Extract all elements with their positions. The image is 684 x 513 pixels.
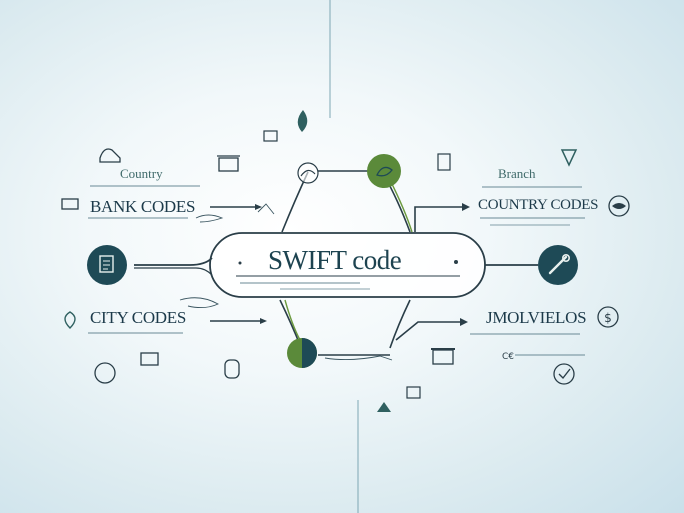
label-country-codes: COUNTRY CODES xyxy=(478,197,599,213)
house-icon xyxy=(377,402,391,412)
dollar-icon xyxy=(597,306,619,328)
green-thread-top xyxy=(389,179,413,233)
bank-building-icon xyxy=(218,157,239,172)
document-icon xyxy=(99,255,114,273)
checkmark-icon-tick xyxy=(558,368,571,380)
clipboard-icon xyxy=(437,153,451,171)
leaf-icon xyxy=(297,110,308,132)
fineprint-jmolvielos xyxy=(470,333,580,335)
fineprint-country xyxy=(90,185,200,187)
link-left-hub-to-pill xyxy=(134,257,213,266)
fineprint-jmolvielos-2 xyxy=(515,354,585,356)
globe-icon xyxy=(608,195,630,217)
top-hub-mark xyxy=(376,166,393,177)
globe-icon-map xyxy=(612,203,626,209)
bank-small-icon xyxy=(140,352,159,366)
arrowhead-city-codes xyxy=(260,318,267,324)
arrowhead-bank-codes xyxy=(255,204,262,210)
arrowhead-country-codes xyxy=(462,203,470,211)
phone-icon xyxy=(224,359,240,379)
dot-marker-1 xyxy=(454,260,458,264)
phone-desk-icon xyxy=(406,386,421,399)
top-left-node xyxy=(297,162,319,184)
arrowhead-jmolvielos xyxy=(460,318,468,326)
link-left-hub-to-pill-b xyxy=(134,267,213,276)
pill-fine-2 xyxy=(280,288,370,290)
currency-icon: C€ xyxy=(502,352,514,362)
label-branch: Branch xyxy=(498,166,536,181)
pill-fine-1 xyxy=(240,282,360,284)
bottom-hub-half xyxy=(302,338,317,368)
link-pill-to-country-codes xyxy=(414,206,462,232)
checkmark-icon xyxy=(553,363,575,385)
scribble-bottom xyxy=(324,355,393,361)
hand-coin-icon xyxy=(99,148,121,163)
connector-bottom-left xyxy=(279,299,301,346)
link-pill-to-jmolvielos xyxy=(395,321,460,341)
center-title: SWIFT code xyxy=(268,245,402,275)
fineprint-bank xyxy=(88,217,188,219)
fineprint-country-codes xyxy=(480,217,585,219)
fineprint-city xyxy=(88,332,183,334)
scribble-bank-2 xyxy=(257,203,275,215)
label-jmolvielos: JMOLVIELOS xyxy=(486,308,587,327)
wallet-icon xyxy=(61,198,79,210)
connector-bottom-right xyxy=(389,299,411,349)
label-country: Country xyxy=(120,166,163,181)
scribble-bank xyxy=(195,214,224,223)
fineprint-branch xyxy=(482,186,582,188)
location-icon xyxy=(64,311,76,329)
handshake-icon xyxy=(300,169,316,177)
wrench-icon-head xyxy=(561,254,570,263)
photo-icon xyxy=(263,130,278,142)
money-badge-icon xyxy=(94,362,116,384)
green-thread-bottom xyxy=(284,299,301,341)
label-bank-codes: BANK CODES xyxy=(90,197,196,216)
scribble-city xyxy=(179,297,219,309)
shield-icon xyxy=(560,149,578,167)
fineprint-country-codes-2 xyxy=(490,224,570,226)
top-hub-circle xyxy=(367,154,401,188)
storefront-icon xyxy=(432,349,454,365)
dollar-icon-glyph: $ xyxy=(604,311,612,325)
dot-marker-2 xyxy=(238,261,242,265)
label-city-codes: CITY CODES xyxy=(90,308,187,327)
